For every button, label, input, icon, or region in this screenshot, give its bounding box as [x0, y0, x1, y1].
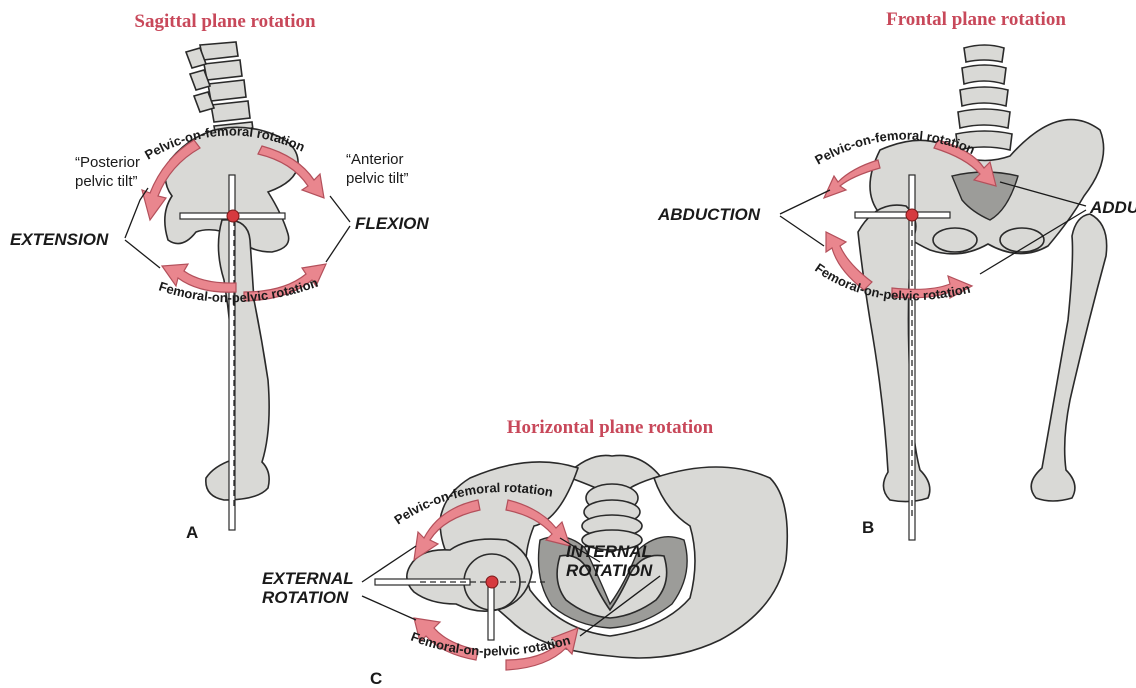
pivot-point-c: [486, 576, 498, 588]
panel-letter-b: B: [862, 518, 874, 537]
axis-bar-b: [855, 212, 950, 218]
external-rotation-label-1: EXTERNAL: [262, 569, 354, 588]
abduction-label: ABDUCTION: [657, 205, 761, 224]
panel-c-horizontal: Horizontal plane rotation Pelvic-on-femo…: [262, 417, 787, 688]
leader-extension-bottom: [125, 240, 160, 268]
flexion-label: FLEXION: [355, 214, 429, 233]
lumbar-spine-b: [956, 45, 1012, 150]
femur-left-b: [858, 205, 930, 502]
panel-c-title: Horizontal plane rotation: [507, 417, 714, 438]
leader-abduction-top: [780, 190, 830, 214]
internal-rotation-label-1: INTERNAL: [566, 542, 652, 561]
panel-b-frontal: Frontal plane rotation Pelvic-on-femoral…: [657, 9, 1136, 540]
leader-external-bottom: [362, 596, 416, 620]
panel-b-title: Frontal plane rotation: [886, 9, 1066, 30]
adduction-label: ADDU: [1089, 198, 1136, 217]
leader-flexion-bottom: [326, 226, 350, 262]
anterior-tilt-label-2: pelvic tilt”: [346, 170, 409, 187]
extension-label: EXTENSION: [10, 230, 109, 249]
pivot-point-b: [906, 209, 918, 221]
external-rotation-label-2: ROTATION: [262, 588, 349, 607]
internal-rotation-label-2: ROTATION: [566, 561, 653, 580]
axis-rod-c: [488, 582, 494, 640]
femur-right-b: [1031, 214, 1106, 501]
obturator-left: [933, 228, 977, 252]
panel-letter-c: C: [370, 669, 382, 688]
vertebra-c: [565, 455, 660, 550]
leader-abduction-bottom: [780, 216, 824, 246]
pivot-point-a: [227, 210, 239, 222]
posterior-tilt-label-1: “Posterior: [75, 154, 140, 171]
panel-a-sagittal: Sagittal plane rotation Pelvic-on-femora…: [10, 11, 429, 542]
leader-flexion-top: [330, 196, 350, 222]
femur-a: [206, 220, 269, 500]
panel-letter-a: A: [186, 523, 198, 542]
anterior-tilt-label-1: “Anterior: [346, 151, 404, 168]
posterior-tilt-label-2: pelvic tilt”: [75, 173, 138, 190]
panel-a-title: Sagittal plane rotation: [134, 11, 316, 32]
